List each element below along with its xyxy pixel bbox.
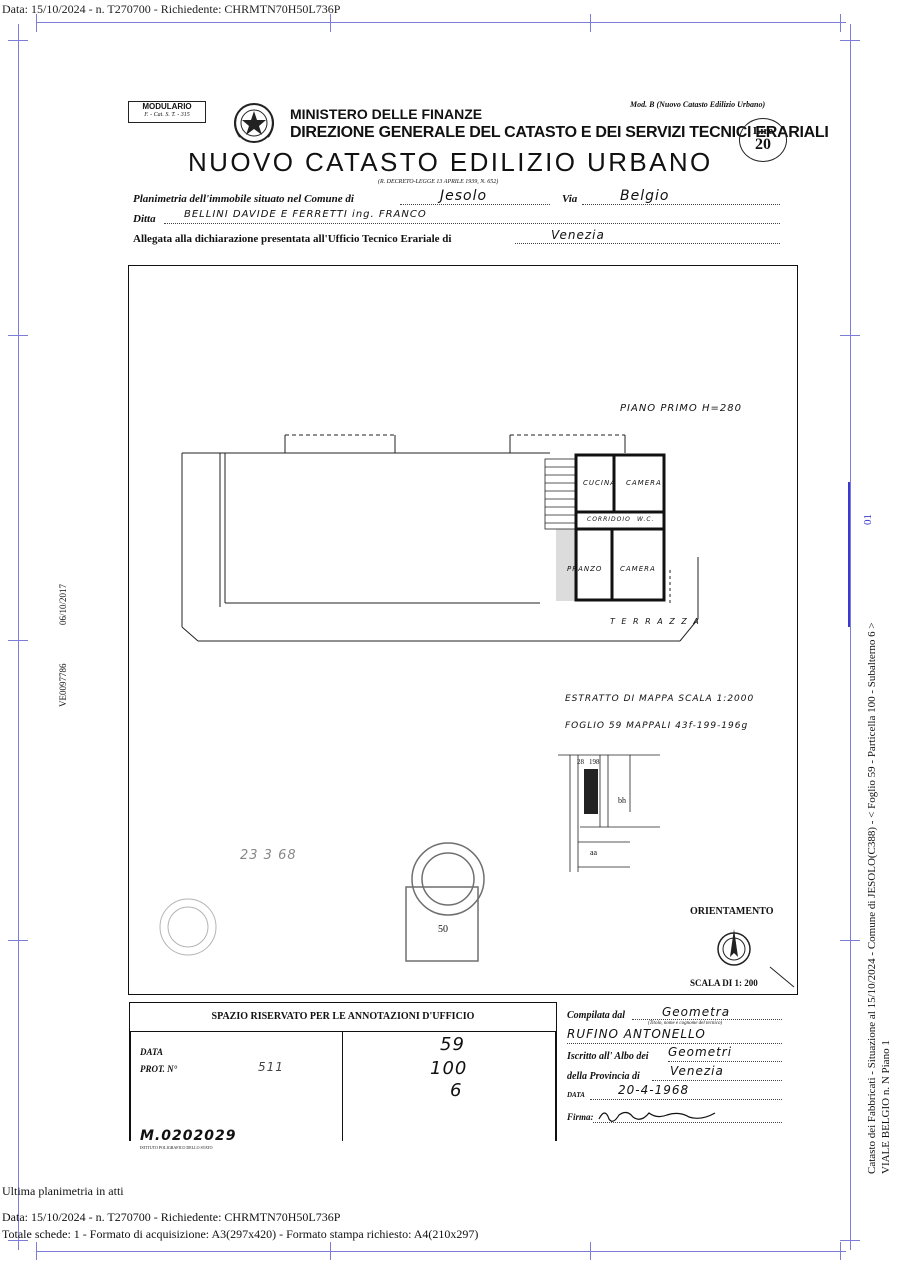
tick xyxy=(840,1242,841,1260)
tick xyxy=(8,40,28,41)
provincia-label: della Provincia di xyxy=(567,1071,640,1082)
firma-line xyxy=(593,1121,782,1123)
terrace-label: T E R R A Z Z A xyxy=(610,617,701,626)
tick xyxy=(330,1242,331,1260)
iscritto-label: Iscritto all' Albo dei xyxy=(567,1051,649,1062)
model-number: M.0202029 xyxy=(140,1128,237,1144)
via-label: Via xyxy=(562,193,578,205)
lire-value: 20 xyxy=(755,136,771,153)
tick xyxy=(840,1240,860,1241)
provincia-field: Venezia xyxy=(652,1064,782,1081)
tick xyxy=(8,1240,28,1241)
scale-label: SCALA DI 1: 200 xyxy=(690,978,758,988)
office-box-left-edge xyxy=(129,1031,131,1141)
allegata-label: Allegata alla dichiarazione presentata a… xyxy=(133,233,452,245)
via-field: Belgio xyxy=(582,188,780,205)
tick xyxy=(590,14,591,32)
office-box-title: SPAZIO RISERVATO PER LE ANNOTAZIONI D'UF… xyxy=(211,1011,475,1022)
floor-plan-drawing xyxy=(159,434,795,988)
planimetria-label: Planimetria dell'immobile situato nel Co… xyxy=(133,193,354,205)
map-number: bh xyxy=(618,796,626,805)
modulario-box: MODULARIO F. - Cat. S. T. - 315 xyxy=(128,101,206,123)
faded-handwriting: 23 3 68 xyxy=(240,848,297,863)
tick xyxy=(840,335,860,336)
ufficio-field: Venezia xyxy=(515,228,780,244)
ministry-name: MINISTERO DELLE FINANZE xyxy=(290,106,483,122)
map-number: 28 xyxy=(577,758,584,766)
office-box-right-edge xyxy=(555,1031,557,1141)
right-address-line: VIALE BELGIO n. N Piano 1 xyxy=(880,1040,892,1174)
stamp-number: 50 xyxy=(438,924,448,935)
floor-label: PIANO PRIMO H=280 xyxy=(620,403,742,414)
frame-top xyxy=(36,22,846,23)
header-request-line: Data: 15/10/2024 - n. T270700 - Richiede… xyxy=(2,2,341,16)
office-box-divider xyxy=(342,1031,343,1141)
compilata-hint: (Titolo, nome e cognome del tecnico) xyxy=(648,1021,723,1026)
map-number: 198 xyxy=(589,758,600,766)
tick xyxy=(590,1242,591,1260)
room-kitchen: CUCINA xyxy=(583,479,616,487)
map-extract-label: ESTRATTO DI MAPPA SCALA 1:2000 xyxy=(565,694,755,704)
office-box-header: SPAZIO RISERVATO PER LE ANNOTAZIONI D'UF… xyxy=(129,1002,557,1032)
tick xyxy=(840,14,841,32)
compilata-field: Geometra xyxy=(632,1005,782,1020)
model-b-label: Mod. B (Nuovo Catasto Edilizio Urbano) xyxy=(630,100,766,109)
footer-ultima: Ultima planimetria in atti xyxy=(2,1184,124,1198)
date-field: 20-4-1968 xyxy=(590,1083,782,1100)
republic-emblem-icon xyxy=(234,103,274,143)
office-data-label: DATA xyxy=(140,1047,164,1057)
office-prot-value: 511 xyxy=(258,1060,284,1074)
tecnico-name-field: RUFINO ANTONELLO xyxy=(567,1027,782,1044)
footer-format-line: Totale schede: 1 - Formato di acquisizio… xyxy=(2,1227,479,1241)
modulario-code: F. - Cat. S. T. - 315 xyxy=(144,112,190,118)
date-label: DATA xyxy=(567,1091,585,1099)
decree-label: (R. DECRETO-LEGGE 13 APRILE 1939, N. 652… xyxy=(378,179,499,185)
left-date: 06/10/2017 xyxy=(58,583,68,625)
frame-bottom xyxy=(36,1251,846,1252)
office-prot-label: PROT. N° xyxy=(140,1064,178,1074)
signature-scribble-icon xyxy=(598,1111,716,1122)
modulario-label: MODULARIO xyxy=(142,102,192,111)
comune-field: Jesolo xyxy=(400,188,550,205)
tick xyxy=(36,1242,37,1260)
form-title: NUOVO CATASTO EDILIZIO URBANO xyxy=(188,147,713,177)
tick xyxy=(8,335,28,336)
foglio-number: 59 xyxy=(440,1034,465,1055)
lire-label: Lire xyxy=(753,125,773,137)
room-wc: W.C. xyxy=(637,516,655,523)
tick xyxy=(8,940,28,941)
page-marker-bar xyxy=(848,482,850,627)
printer-label: ISTITUTO POLIGRAFICO DELLO STATO xyxy=(140,1145,213,1150)
ditta-label: Ditta xyxy=(133,213,156,225)
frame-right xyxy=(850,24,851,1250)
direction-name: DIREZIONE GENERALE DEL CATASTO E DEI SER… xyxy=(290,124,829,141)
compilata-label: Compilata dal xyxy=(567,1010,626,1021)
tick xyxy=(330,14,331,32)
orientation-label: ORIENTAMENTO xyxy=(690,906,774,917)
map-number: aa xyxy=(590,848,598,857)
room-bedroom-1: CAMERA xyxy=(626,479,662,487)
right-page-marker: 01 xyxy=(862,514,874,525)
subalterno-number: 6 xyxy=(450,1080,463,1101)
footer-request-line: Data: 15/10/2024 - n. T270700 - Richiede… xyxy=(2,1210,341,1224)
firma-label: Firma: xyxy=(567,1112,594,1122)
right-cadastral-line: Catasto dei Fabbricati - Situazione al 1… xyxy=(866,622,878,1174)
drawing-frame xyxy=(128,265,798,995)
albo-field: Geometri xyxy=(668,1045,782,1062)
room-bedroom-2: CAMERA xyxy=(620,565,656,573)
tick xyxy=(840,40,860,41)
particella-number: 100 xyxy=(430,1058,468,1079)
foglio-mappali-label: FOGLIO 59 MAPPALI 43f-199-196g xyxy=(565,721,749,731)
ditta-field: BELLINI DAVIDE E FERRETTI ing. FRANCO xyxy=(164,209,780,224)
room-corridor: CORRIDOIO xyxy=(587,516,631,523)
lire-stamp: Lire 20 xyxy=(739,118,787,162)
room-dining: PRANZO xyxy=(567,565,603,573)
tick xyxy=(36,14,37,32)
left-code: VE0097786 xyxy=(58,663,68,708)
frame-left xyxy=(18,24,19,1250)
tick xyxy=(8,640,28,641)
tick xyxy=(840,940,860,941)
